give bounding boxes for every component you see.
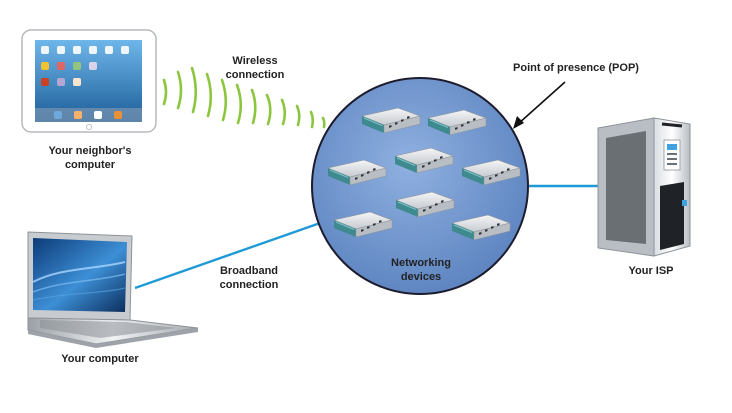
- laptop-icon: [27, 231, 199, 348]
- broadband-connection-label-line-1: Broadband: [219, 265, 279, 277]
- tablet-icon: [21, 29, 157, 133]
- networking-devices-label: Networking devices: [376, 256, 466, 284]
- pop-label: Point of presence (POP): [504, 61, 648, 75]
- neighbor-computer-label-line-2: computer: [64, 159, 116, 171]
- wireless-connection-label-line-2: connection: [225, 69, 285, 81]
- pop-label-text: Point of presence (POP): [513, 62, 639, 74]
- server-tower-icon: [597, 117, 691, 257]
- networking-devices-label-line-2: devices: [400, 271, 442, 283]
- broadband-link-line: [134, 220, 324, 290]
- neighbor-computer-label: Your neighbor's computer: [38, 144, 142, 172]
- broadband-connection-label-line-2: connection: [219, 279, 279, 291]
- networking-devices-label-line-1: Networking: [391, 257, 451, 269]
- your-computer-label-text: Your computer: [61, 353, 139, 365]
- isp-label: Your ISP: [616, 264, 686, 278]
- neighbor-computer-label-line-1: Your neighbor's: [48, 145, 132, 157]
- your-computer-label: Your computer: [48, 352, 152, 366]
- broadband-connection-label: Broadband connection: [206, 264, 292, 292]
- pop-pointer-arrow: [513, 81, 566, 129]
- wireless-waves-icon: [162, 66, 326, 129]
- wireless-connection-label: Wireless connection: [214, 54, 296, 82]
- wireless-connection-label-line-1: Wireless: [232, 55, 278, 67]
- isp-label-text: Your ISP: [628, 265, 674, 277]
